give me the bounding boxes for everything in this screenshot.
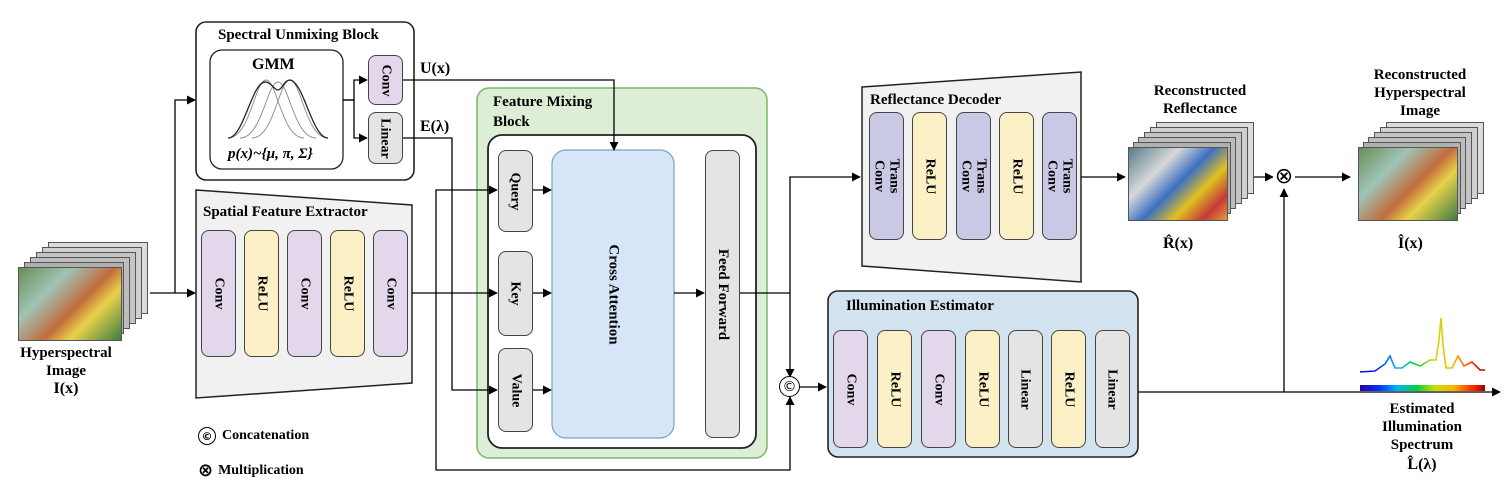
sfe-layer-2: ReLU bbox=[244, 230, 279, 357]
decoder-layer-2: ReLU bbox=[912, 112, 947, 240]
illum-layer-3: Conv bbox=[921, 330, 956, 448]
illum-layer-6: ReLU bbox=[1051, 330, 1086, 448]
unmixing-conv-layer: Conv bbox=[368, 55, 403, 105]
sfe-layer-5: Conv bbox=[373, 230, 408, 357]
illumination-spectrum-label: Estimated Illumination Spectrum L̂(λ) bbox=[1381, 401, 1463, 473]
concat-operator: © bbox=[779, 376, 800, 397]
gmm-inner-box bbox=[209, 49, 344, 170]
sfe-layer-4: ReLU bbox=[330, 230, 365, 357]
feature-mixing-title-line1: Feature Mixing bbox=[493, 94, 593, 110]
legend-multiplication: ⊗ Multiplication bbox=[198, 460, 304, 481]
e-output-label: E(λ) bbox=[420, 118, 450, 135]
reconstructed-reflectance-image bbox=[1128, 122, 1256, 222]
decoder-layer-4: ReLU bbox=[999, 112, 1034, 240]
key-layer: Key bbox=[498, 251, 533, 336]
illum-layer-4: ReLU bbox=[965, 330, 1000, 448]
gmm-mixture-curve bbox=[227, 79, 329, 139]
hsi-scene bbox=[18, 267, 122, 341]
multiply-operator: ⊗ bbox=[1273, 164, 1295, 189]
reconstructed-hsi-label: Reconstructed Hyperspectral Image bbox=[1373, 67, 1467, 119]
sfe-layer-3: Conv bbox=[287, 230, 322, 357]
legend-concatenation: © Concatenation bbox=[198, 427, 309, 445]
sfe-layer-1: Conv bbox=[201, 230, 236, 357]
u-output-label: U(x) bbox=[420, 60, 451, 77]
feature-mixing-title-line2: Block bbox=[493, 114, 530, 130]
output-scene bbox=[1358, 147, 1458, 221]
reflectance-scene bbox=[1128, 147, 1228, 221]
input-label: Hyperspectral Image I(x) bbox=[20, 345, 112, 397]
input-hyperspectral-image bbox=[18, 242, 150, 342]
value-layer: Value bbox=[498, 348, 533, 432]
concat-legend-icon: © bbox=[198, 427, 216, 445]
reflectance-math-label: R̂(x) bbox=[1163, 235, 1194, 252]
illum-layer-7: Linear bbox=[1095, 330, 1130, 448]
reflectance-decoder-title: Reflectance Decoder bbox=[870, 92, 1002, 108]
spectral-unmixing-title: Spectral Unmixing Block bbox=[218, 27, 379, 43]
output-math-label: Î(x) bbox=[1398, 235, 1423, 252]
illumination-estimator-title: Illumination Estimator bbox=[846, 298, 994, 314]
gmm-title: GMM bbox=[252, 56, 295, 73]
illum-layer-1: Conv bbox=[833, 330, 868, 448]
illum-layer-5: Linear bbox=[1008, 330, 1043, 448]
mult-legend-icon: ⊗ bbox=[198, 460, 214, 481]
unmixing-linear-layer: Linear bbox=[368, 112, 403, 164]
illumination-spectrum-plot bbox=[1359, 317, 1485, 391]
query-layer: Query bbox=[498, 150, 533, 232]
feed-forward-layer: Feed Forward bbox=[705, 150, 740, 438]
spatial-extractor-title: Spatial Feature Extractor bbox=[203, 204, 368, 220]
reconstructed-reflectance-label: Reconstructed Reflectance bbox=[1153, 83, 1247, 117]
reconstructed-hyperspectral-image bbox=[1358, 122, 1486, 222]
illum-layer-2: ReLU bbox=[877, 330, 912, 448]
cross-attention-label: Cross Attention bbox=[605, 243, 622, 345]
gmm-formula: p(x)~{μ, π, Σ} bbox=[228, 146, 313, 162]
